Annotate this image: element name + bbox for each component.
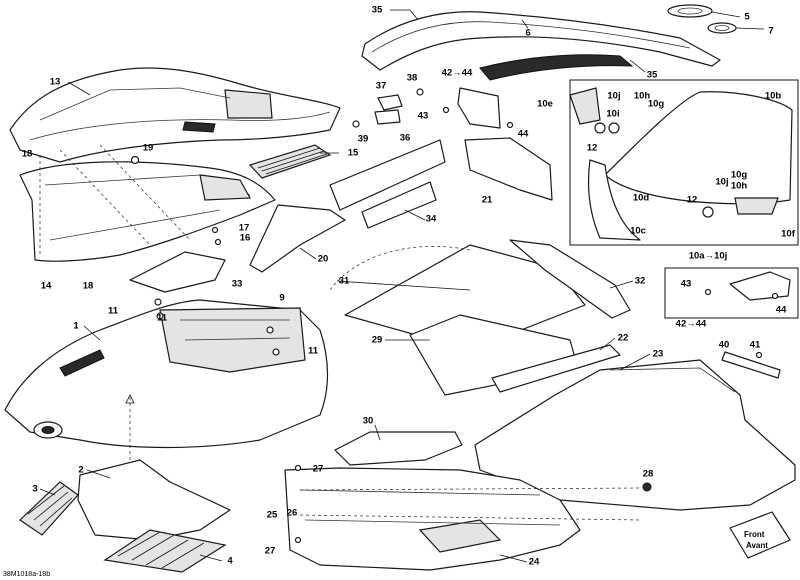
front-label: Front — [744, 530, 765, 539]
callout-8: 38 — [407, 73, 418, 84]
callout-25: 10h — [731, 181, 748, 192]
part-6-top-trim — [361, 11, 721, 81]
callout-7: 37 — [376, 81, 387, 92]
callout-2: 6 — [525, 28, 530, 39]
avant-label: Avant — [746, 541, 768, 550]
callout-41: 43 — [681, 279, 692, 290]
callout-30: 17 — [239, 223, 250, 234]
callout-35: 20 — [318, 254, 329, 265]
callout-61: 27 — [265, 546, 276, 557]
callout-26: 10d — [633, 193, 650, 204]
part-21-foam — [464, 137, 553, 201]
callout-57: 28 — [643, 469, 654, 480]
callout-20: 19 — [143, 143, 154, 154]
parts-36-39-clips — [352, 88, 424, 128]
callout-54: 30 — [363, 416, 374, 427]
bracket-kit-box — [664, 267, 799, 319]
callout-6: 42→44 — [442, 68, 473, 79]
part-7-ring — [707, 22, 737, 34]
callout-5: 13 — [50, 77, 61, 88]
part-42-upper-bracket — [442, 87, 514, 129]
callout-33: 10f — [781, 229, 796, 240]
part-13-upper-panel — [9, 67, 341, 163]
callout-36: 31 — [339, 276, 350, 287]
small-fasteners — [130, 155, 274, 334]
callout-48: 22 — [618, 333, 629, 344]
callout-10: 10h — [634, 91, 651, 102]
callout-34: 10a→10j — [689, 251, 728, 262]
callout-16: 44 — [518, 129, 529, 140]
part-29-sheet — [409, 314, 576, 396]
callout-32: 10c — [630, 226, 646, 237]
callout-12: 10e — [537, 99, 553, 110]
callout-19: 12 — [587, 143, 598, 154]
callout-9: 10j — [607, 91, 620, 102]
callout-21: 18 — [22, 149, 33, 160]
callout-53: 23 — [653, 349, 664, 360]
part-15-vent-grille — [248, 144, 332, 179]
part-14-support-frame — [19, 144, 276, 262]
callout-62: 4 — [227, 556, 233, 567]
leader-lines — [39, 9, 765, 563]
part-40-handle — [721, 351, 781, 379]
callout-38: 14 — [41, 281, 52, 292]
part-24-bottom-pan — [284, 464, 581, 571]
diagram-code: 38M1018a-18b — [3, 571, 50, 578]
callout-43: 11 — [108, 306, 119, 317]
part-2-lower-cover — [77, 459, 231, 541]
callout-37: 32 — [635, 276, 646, 287]
part-20-side-liner — [249, 204, 346, 273]
callout-44: 44 — [776, 305, 787, 316]
callout-58: 3 — [32, 484, 37, 495]
part-32-strip — [509, 239, 631, 319]
callout-14: 10i — [606, 109, 619, 120]
callout-29: 34 — [426, 214, 437, 225]
part-28-nut — [642, 482, 652, 492]
part-22-strip — [491, 344, 621, 393]
callout-31: 16 — [240, 233, 251, 244]
callout-3: 7 — [768, 26, 773, 37]
callout-24: 10j — [715, 177, 728, 188]
callout-22: 15 — [348, 148, 359, 159]
callout-40: 33 — [232, 279, 243, 290]
callout-28: 12 — [687, 195, 698, 206]
callout-1: 5 — [744, 12, 750, 23]
callout-63: 24 — [529, 557, 540, 568]
part-33-pad — [129, 251, 226, 293]
callout-49: 29 — [372, 335, 383, 346]
callout-56: 27 — [313, 464, 324, 475]
callout-51: 41 — [750, 340, 761, 351]
callout-0: 35 — [372, 5, 383, 16]
callout-4: 35 — [647, 70, 658, 81]
callout-27: 21 — [482, 195, 493, 206]
front-arrow-badge: Front Avant — [729, 511, 791, 559]
callout-13: 10g — [648, 99, 665, 110]
callout-15: 43 — [418, 111, 429, 122]
callout-52: 11 — [308, 346, 319, 357]
part-30-pad — [334, 431, 463, 466]
callout-39: 18 — [83, 281, 94, 292]
part-1-main-hood — [4, 299, 329, 449]
callout-45: 11 — [157, 313, 168, 324]
callout-42: 9 — [279, 293, 284, 304]
part-34-foam — [329, 139, 446, 229]
callout-23: 10g — [731, 170, 748, 181]
callout-47: 1 — [73, 321, 79, 332]
callout-18: 36 — [400, 133, 411, 144]
callout-59: 25 — [267, 510, 278, 521]
callout-46: 42→44 — [676, 319, 707, 330]
callout-50: 40 — [719, 340, 730, 351]
part-3-grille — [19, 481, 79, 536]
callout-17: 39 — [358, 134, 369, 145]
part-5-cap — [667, 4, 713, 18]
callout-60: 26 — [287, 508, 298, 519]
callout-55: 2 — [78, 465, 83, 476]
callout-11: 10b — [765, 91, 782, 102]
part-4-grille — [103, 529, 227, 573]
windshield-kit-box — [569, 79, 799, 246]
